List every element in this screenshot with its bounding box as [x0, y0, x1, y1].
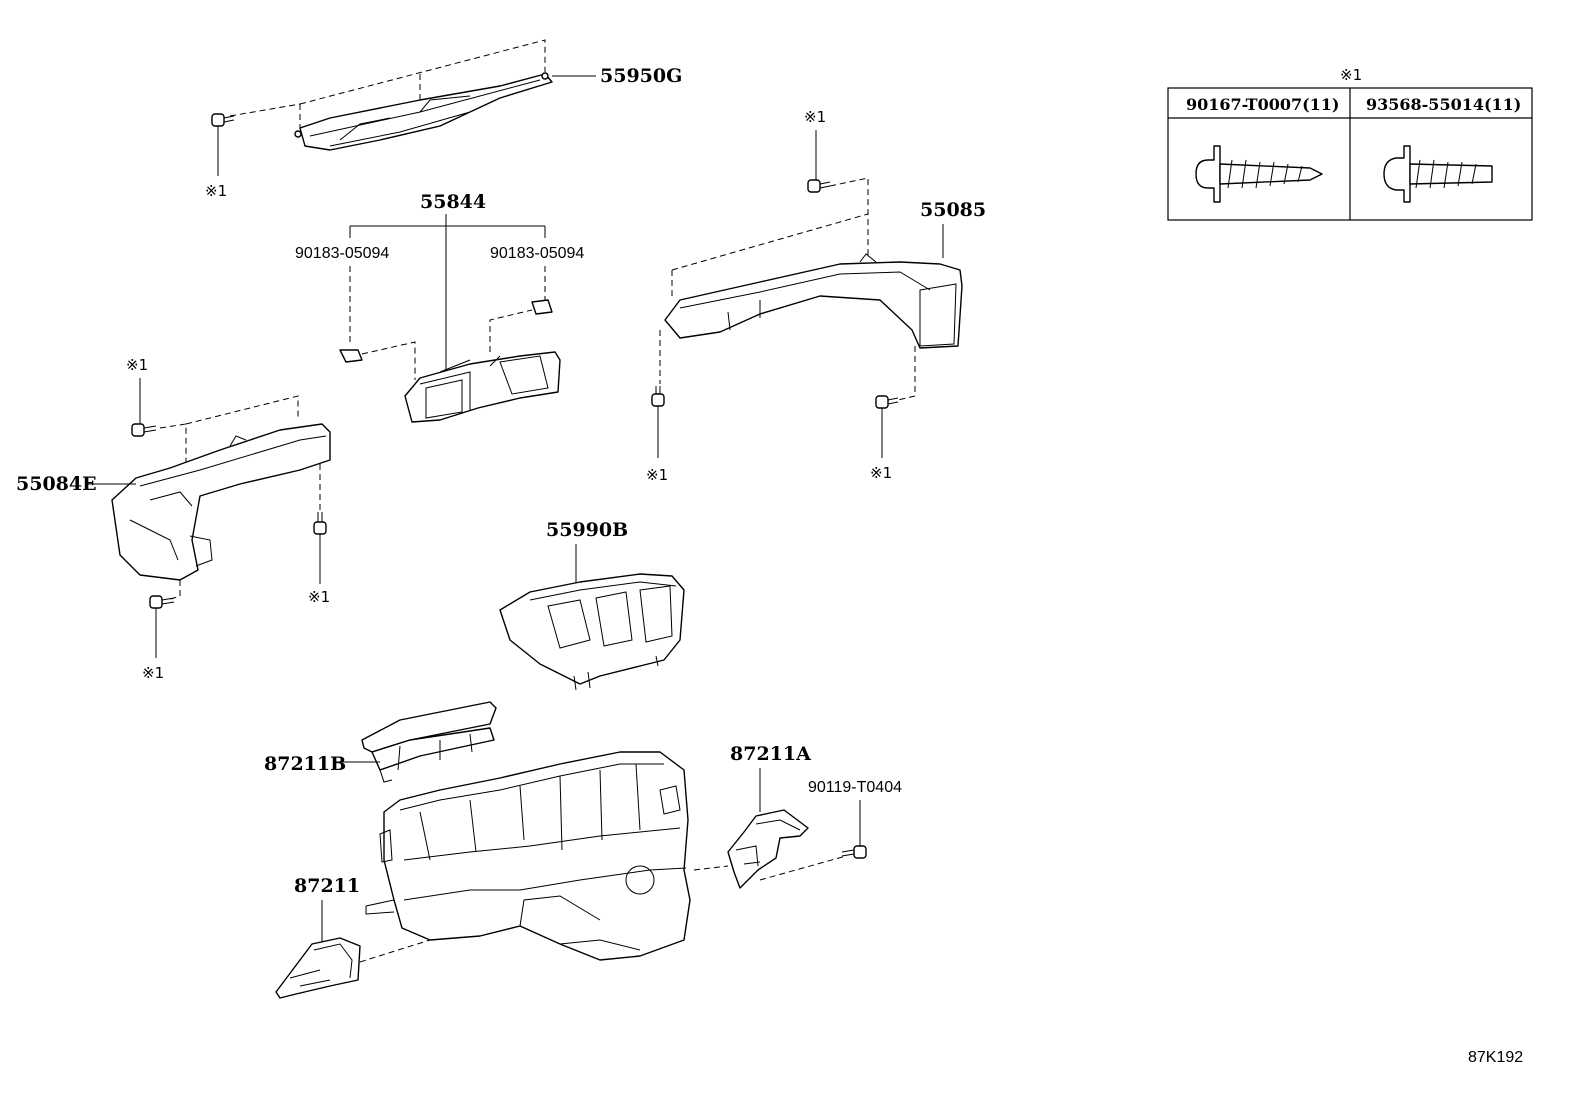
bolt-icon: [841, 845, 867, 859]
note-mark: ※1: [646, 466, 668, 484]
note-mark: ※1: [126, 356, 148, 374]
fastener-93568: 93568-55014(11): [1366, 95, 1521, 114]
label-87211A: 87211A: [730, 743, 811, 765]
screw-icon: [1383, 145, 1493, 203]
label-90183-05094-right: 90183-05094: [490, 245, 584, 262]
clip-icon: [339, 349, 363, 363]
note-mark: ※1: [870, 464, 892, 482]
screw-icon: [1195, 145, 1323, 203]
label-90183-05094-left: 90183-05094: [295, 245, 389, 262]
part-87211-case: [275, 937, 361, 999]
note-mark: ※1: [804, 108, 826, 126]
bolt-icon: [807, 179, 831, 193]
part-87211B-filter: [361, 701, 497, 783]
note-mark: ※1: [308, 588, 330, 606]
label-55950G: 55950G: [600, 65, 682, 87]
bolt-icon: [313, 512, 327, 535]
label-55084E: 55084E: [16, 473, 97, 495]
label-90119-T0404: 90119-T0404: [808, 779, 902, 796]
clip-icon: [531, 299, 553, 315]
part-87211A-case: [727, 809, 809, 889]
note-mark: ※1: [205, 182, 227, 200]
bolt-icon: [651, 386, 665, 407]
label-55844: 55844: [420, 191, 486, 213]
part-55085-duct: [664, 253, 963, 349]
table-mark: ※1: [1340, 66, 1362, 84]
note-mark: ※1: [142, 664, 164, 682]
part-55084E-duct: [111, 423, 331, 581]
fastener-table: [1167, 87, 1533, 221]
label-55990B: 55990B: [546, 519, 628, 541]
bolt-icon: [211, 113, 235, 127]
part-55950G-nozzle: [294, 72, 553, 151]
label-55085: 55085: [920, 199, 986, 221]
label-87211B: 87211B: [264, 753, 346, 775]
fastener-90167: 90167-T0007(11): [1186, 95, 1340, 114]
bolt-icon: [131, 423, 157, 437]
part-55844-register: [404, 351, 561, 423]
bolt-icon: [875, 395, 899, 409]
label-87211: 87211: [294, 875, 360, 897]
bolt-icon: [149, 595, 175, 609]
part-hvac-unit: [365, 751, 691, 961]
part-55990B-duct: [499, 573, 685, 691]
diagram-code: 87K192: [1468, 1049, 1523, 1066]
